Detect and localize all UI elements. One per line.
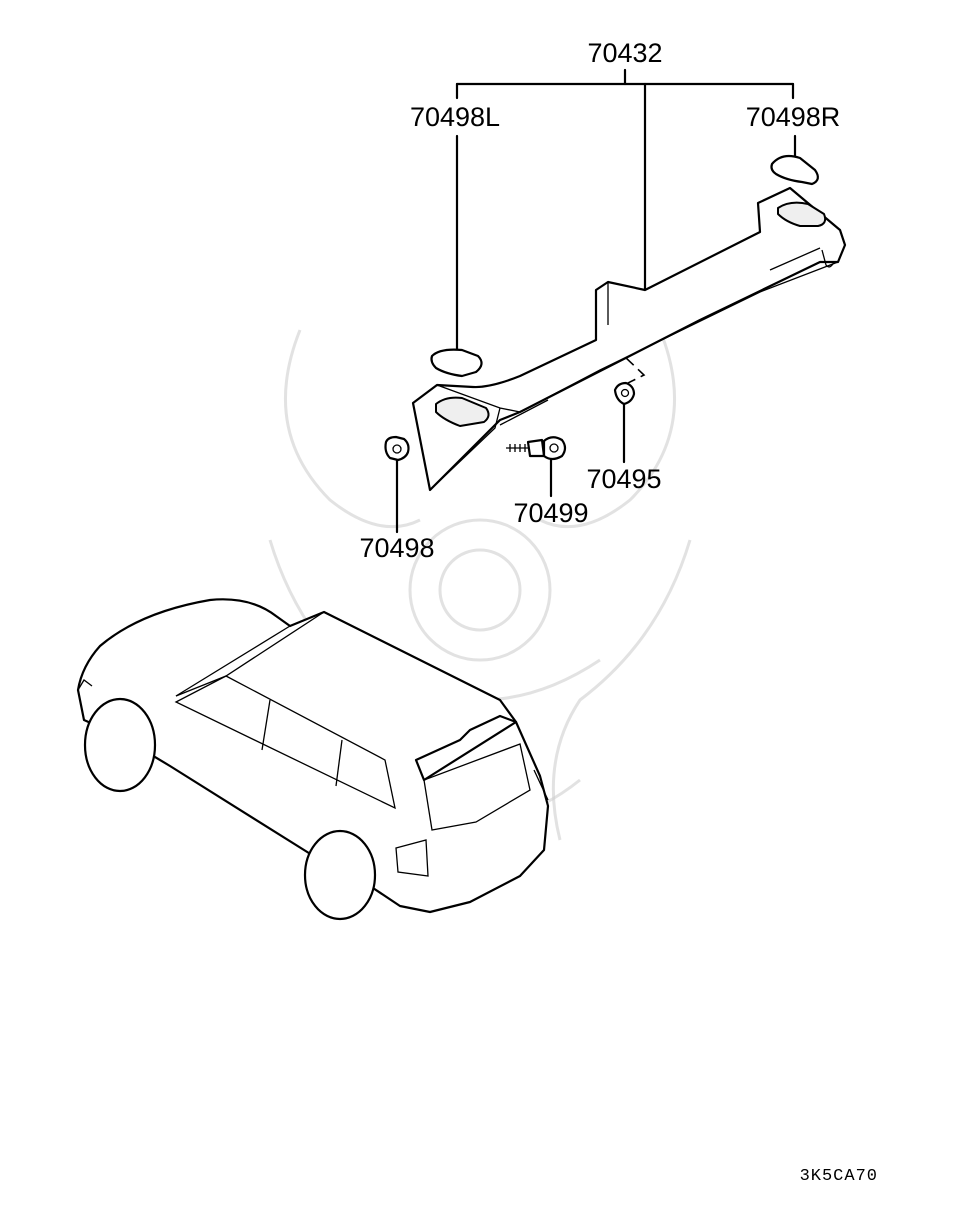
clip-right-part: [613, 381, 636, 406]
callout-70498[interactable]: 70498: [359, 533, 434, 563]
cover-right-part: [770, 154, 819, 186]
diagram-code: 3K5CA70: [800, 1167, 878, 1186]
callout-70498l[interactable]: 70498L: [410, 102, 500, 132]
main-trim-panel: [411, 186, 847, 492]
vehicle-outline: [76, 598, 550, 921]
callout-70499[interactable]: 70499: [513, 498, 588, 528]
callout-70498r[interactable]: 70498R: [746, 102, 841, 132]
callout-70432[interactable]: 70432: [587, 38, 662, 68]
callout-70495[interactable]: 70495: [586, 464, 661, 494]
screw-part: [506, 436, 567, 461]
clip-left-part: [384, 435, 410, 462]
cover-left-part: [430, 348, 483, 378]
leader-lines: [395, 68, 797, 534]
